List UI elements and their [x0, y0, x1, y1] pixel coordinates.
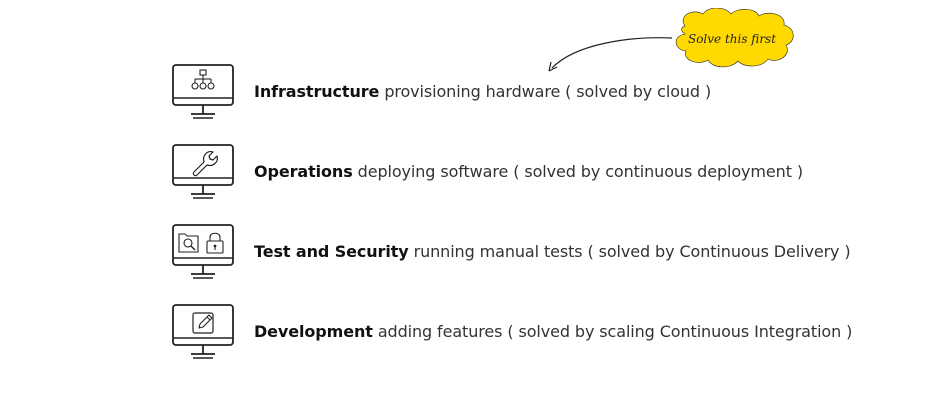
callout-arrowhead — [548, 61, 558, 72]
hierarchy-icon — [172, 64, 234, 119]
monitor-icon — [170, 222, 236, 282]
row-title: Infrastructure — [254, 82, 380, 101]
monitor-icon — [170, 142, 236, 202]
row-text: Development adding features ( solved by … — [254, 322, 852, 342]
row-text: Test and Security running manual tests (… — [254, 242, 851, 262]
callout-cloud-arrow: Solve this first — [548, 8, 794, 72]
row-text: Operations deploying software ( solved b… — [254, 162, 803, 182]
monitor-icon — [170, 302, 236, 362]
callout-cloud — [675, 8, 794, 68]
row-infrastructure: Infrastructure provisioning hardware ( s… — [170, 62, 711, 122]
monitor-icon — [170, 62, 236, 122]
edit-icon — [172, 304, 234, 359]
callout-arrow-line — [551, 37, 673, 69]
solve-first-callout: Solve this first — [540, 8, 820, 88]
row-text: Infrastructure provisioning hardware ( s… — [254, 82, 711, 102]
row-operations: Operations deploying software ( solved b… — [170, 142, 803, 202]
row-development: Development adding features ( solved by … — [170, 302, 852, 362]
row-description: adding features ( solved by scaling Cont… — [377, 322, 853, 341]
row-description: running manual tests ( solved by Continu… — [413, 242, 851, 261]
row-test-security: Test and Security running manual tests (… — [170, 222, 851, 282]
row-title: Development — [254, 322, 373, 341]
row-description: deploying software ( solved by continuou… — [357, 162, 803, 181]
row-description: provisioning hardware ( solved by cloud … — [384, 82, 712, 101]
row-title: Test and Security — [254, 242, 409, 261]
row-title: Operations — [254, 162, 353, 181]
callout-label: Solve this first — [688, 32, 776, 46]
wrench-icon — [172, 144, 234, 199]
search-lock-icon — [172, 224, 234, 279]
